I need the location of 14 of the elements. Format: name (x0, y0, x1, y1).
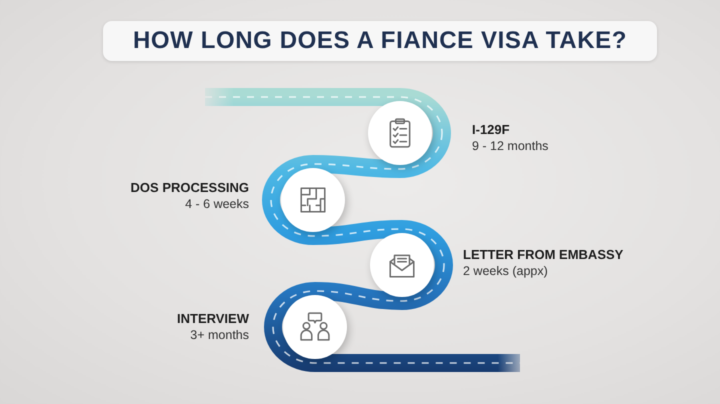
road (262, 199, 453, 266)
duration-text: 3+ months (190, 328, 249, 342)
stage-name: LETTER FROM EMBASSY (463, 247, 624, 262)
road (205, 88, 451, 134)
stage-name: I-129F (472, 122, 510, 137)
stage-name: INTERVIEW (177, 311, 249, 326)
duration-text: 9 - 12 months (472, 139, 548, 153)
road (262, 132, 451, 201)
duration-text: 2 weeks (appx) (463, 264, 548, 278)
stage-name: DOS PROCESSING (130, 180, 249, 195)
road (264, 326, 520, 372)
road (264, 264, 453, 328)
duration-text: 4 - 6 weeks (185, 197, 249, 211)
title-banner: HOW LONG DOES A FIANCE VISA TAKE? (103, 21, 657, 61)
